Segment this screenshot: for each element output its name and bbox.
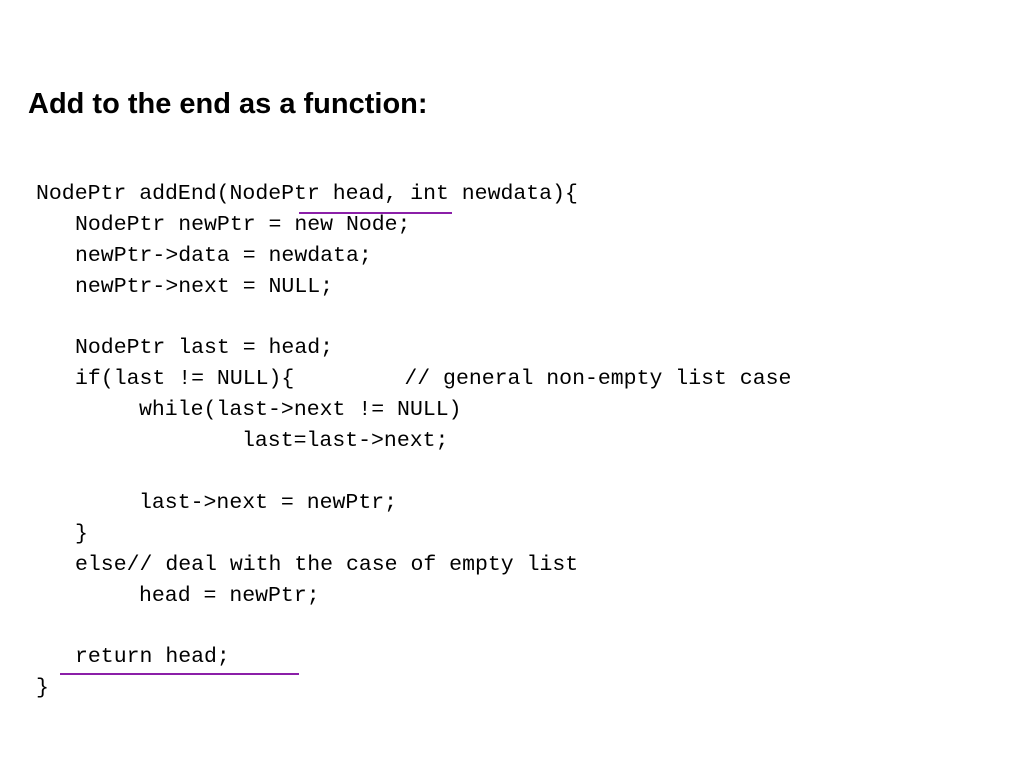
code-line: NodePtr last = head; [75, 336, 334, 361]
code-line [36, 303, 791, 334]
code-line: last->next = newPtr; [139, 490, 398, 515]
code-text: , int newdata){ [384, 182, 578, 206]
code-text: if(last != NULL){ [75, 367, 295, 392]
code-line: } [75, 521, 88, 546]
return-head-underline [60, 673, 299, 675]
code-line: else// deal with the case of empty list [75, 552, 579, 577]
code-line: if(last != NULL){ // general non-empty li… [36, 364, 791, 395]
code-line: newPtr->next = NULL; [75, 274, 334, 299]
code-line: return head; [75, 645, 230, 670]
code-line: } [36, 676, 49, 701]
code-line: newPtr->data = newdata; [75, 243, 372, 268]
slide-title: Add to the end as a function: [28, 88, 428, 120]
code-line [36, 611, 791, 642]
code-line [36, 457, 791, 488]
code-block: NodePtr addEnd(NodePtr head, int newdata… [36, 179, 791, 704]
code-comment: // general non-empty list case [404, 367, 792, 392]
code-line: NodePtr addEnd(NodePtr head, int newdata… [36, 179, 791, 210]
code-line: last=last->next; [242, 429, 449, 454]
code-line: while(last->next != NULL) [139, 398, 462, 423]
code-line: NodePtr newPtr = new Node; [75, 212, 411, 237]
head-param-underline [299, 212, 452, 214]
code-line: head = newPtr; [139, 583, 320, 608]
code-text: NodePtr addEnd(NodePtr head [36, 182, 385, 206]
